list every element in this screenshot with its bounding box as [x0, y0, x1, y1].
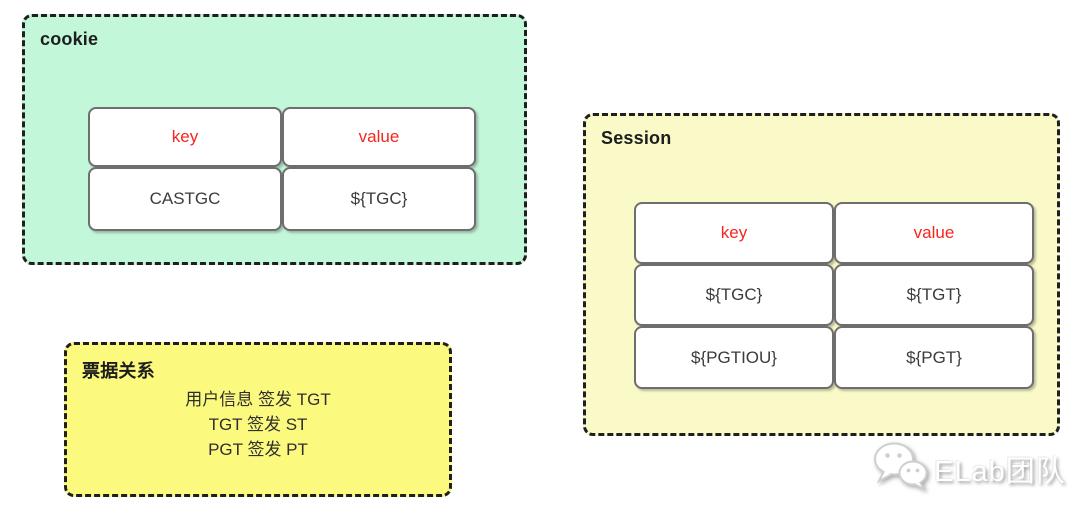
cookie-table-header-key: key — [88, 107, 282, 167]
ticket-line: 用户信息 签发 TGT — [185, 390, 331, 409]
session-table-cell: ${TGT} — [834, 264, 1034, 326]
session-table-header-key: key — [634, 202, 834, 264]
ticket-lines: 用户信息 签发 TGT TGT 签发 ST PGT 签发 PT — [67, 387, 449, 462]
ticket-line: PGT 签发 PT — [208, 440, 308, 459]
session-table-cell: ${PGT} — [834, 326, 1034, 389]
session-table-cell: ${TGC} — [634, 264, 834, 326]
ticket-line: TGT 签发 ST — [208, 415, 308, 434]
cookie-table-cell: ${TGC} — [282, 167, 476, 231]
ticket-box-title: 票据关系 — [82, 361, 155, 381]
cookie-table-cell: CASTGC — [88, 167, 282, 231]
wechat-icon — [872, 442, 928, 495]
cookie-box: cookie key value CASTGC ${TGC} — [22, 14, 527, 265]
session-table-cell: ${PGTIOU} — [634, 326, 834, 389]
ticket-relationship-box: 票据关系 用户信息 签发 TGT TGT 签发 ST PGT 签发 PT — [64, 342, 452, 497]
watermark: ELab团队 — [872, 442, 1066, 495]
session-box: Session key value ${TGC} ${TGT} ${PGTIOU… — [583, 113, 1060, 436]
watermark-text: ELab团队 — [934, 455, 1066, 488]
session-table: key value ${TGC} ${TGT} ${PGTIOU} ${PGT} — [634, 202, 1034, 389]
session-table-header-value: value — [834, 202, 1034, 264]
session-box-title: Session — [601, 128, 672, 148]
cookie-box-title: cookie — [40, 29, 99, 49]
cookie-table-header-value: value — [282, 107, 476, 167]
cookie-table: key value CASTGC ${TGC} — [88, 107, 476, 231]
